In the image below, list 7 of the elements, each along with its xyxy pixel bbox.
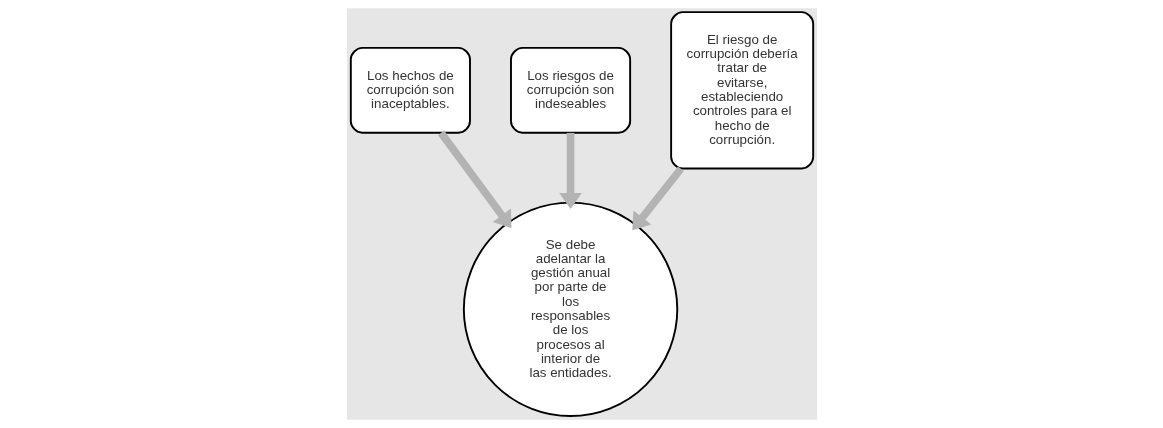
node-box: Los hechos de corrupción son inaceptables. (349, 46, 471, 134)
arrow (631, 166, 684, 231)
arrow (437, 130, 511, 229)
node-box: El riesgo de corrupción debería tratar de evitarse, estableciendo controles para el hecho de corrupción. (669, 11, 814, 170)
node-circle: Se debe adelantar la gestión anual por parte de los responsables de los procesos al interior de las entidades. (462, 201, 678, 418)
arrow (558, 132, 582, 210)
node-box: Los riesgos de corrupción son indeseables (509, 46, 631, 134)
